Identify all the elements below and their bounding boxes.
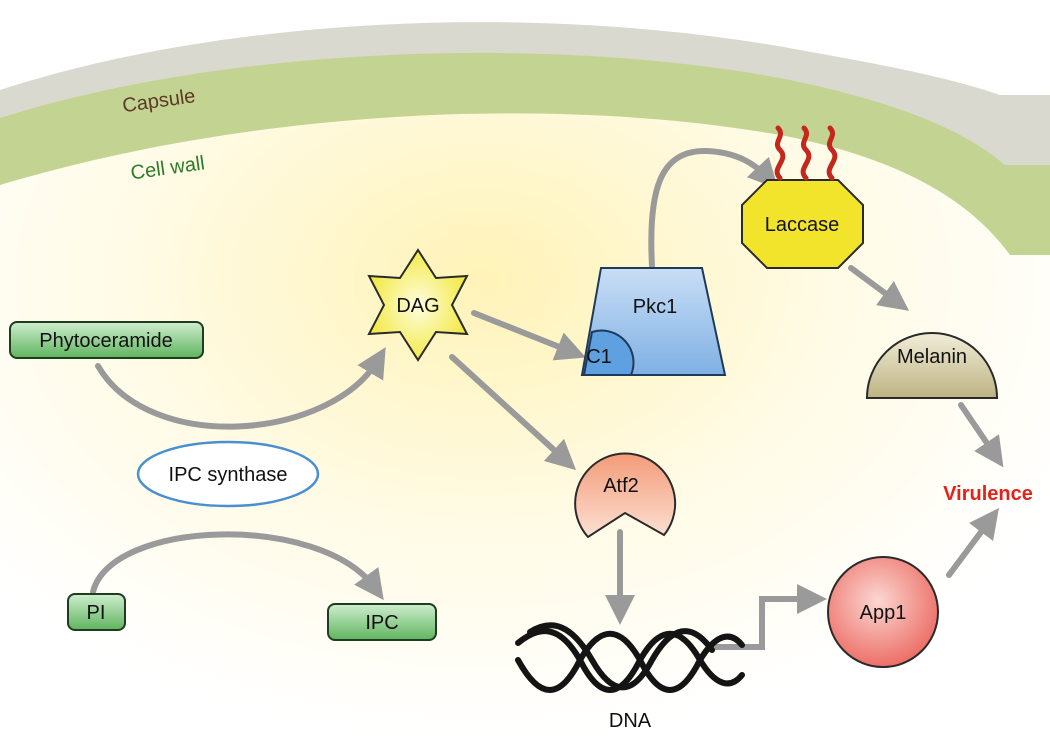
pathway-arrows bbox=[90, 147, 1004, 650]
app1-label: App1 bbox=[860, 602, 907, 624]
heat-waves-icon bbox=[774, 125, 838, 181]
arrow-pi-to-ipc bbox=[90, 531, 384, 601]
c1-domain bbox=[582, 329, 635, 376]
outer-space bbox=[0, 0, 1050, 95]
dag-node: DAG bbox=[367, 248, 469, 362]
laccase-label: Laccase bbox=[765, 214, 840, 236]
atf2-label: Atf2 bbox=[603, 475, 639, 497]
pi-label: PI bbox=[87, 602, 106, 624]
arrow-laccase-to-melanin bbox=[848, 265, 910, 311]
pkc1-node: Pkc1 C1 bbox=[580, 267, 727, 376]
virulence-label: Virulence bbox=[943, 483, 1033, 505]
bent-arrow-icon bbox=[712, 584, 827, 650]
ipc-node: IPC bbox=[327, 603, 437, 641]
c1-label: C1 bbox=[586, 346, 612, 368]
melanin-node: Melanin bbox=[865, 332, 999, 399]
ipc-label: IPC bbox=[365, 612, 398, 634]
arrow-app1-to-virulence bbox=[946, 507, 999, 578]
arrow-pkc1-to-laccase bbox=[648, 147, 779, 269]
ipc-synthase-label: IPC synthase bbox=[169, 464, 288, 486]
arrow-melanin-to-virulence bbox=[958, 402, 1004, 468]
arrow-phytoceramide-to-dag bbox=[95, 347, 386, 430]
dag-label: DAG bbox=[396, 295, 439, 317]
laccase-node: Laccase bbox=[741, 179, 864, 269]
phytoceramide-label: Phytoceramide bbox=[39, 330, 172, 352]
ipc-synthase-node: IPC synthase bbox=[136, 440, 320, 508]
melanin-label: Melanin bbox=[897, 346, 967, 368]
double-helix-icon bbox=[515, 622, 745, 693]
atf2-node: Atf2 bbox=[574, 452, 677, 539]
phytoceramide-node: Phytoceramide bbox=[9, 321, 204, 359]
app1-node: App1 bbox=[827, 556, 939, 668]
dna-label: DNA bbox=[609, 710, 652, 732]
pkc1-label: Pkc1 bbox=[633, 296, 677, 318]
arrow-dag-to-atf2 bbox=[449, 354, 577, 471]
pi-node: PI bbox=[67, 593, 126, 631]
arrow-dag-to-pkc1 bbox=[471, 310, 586, 361]
